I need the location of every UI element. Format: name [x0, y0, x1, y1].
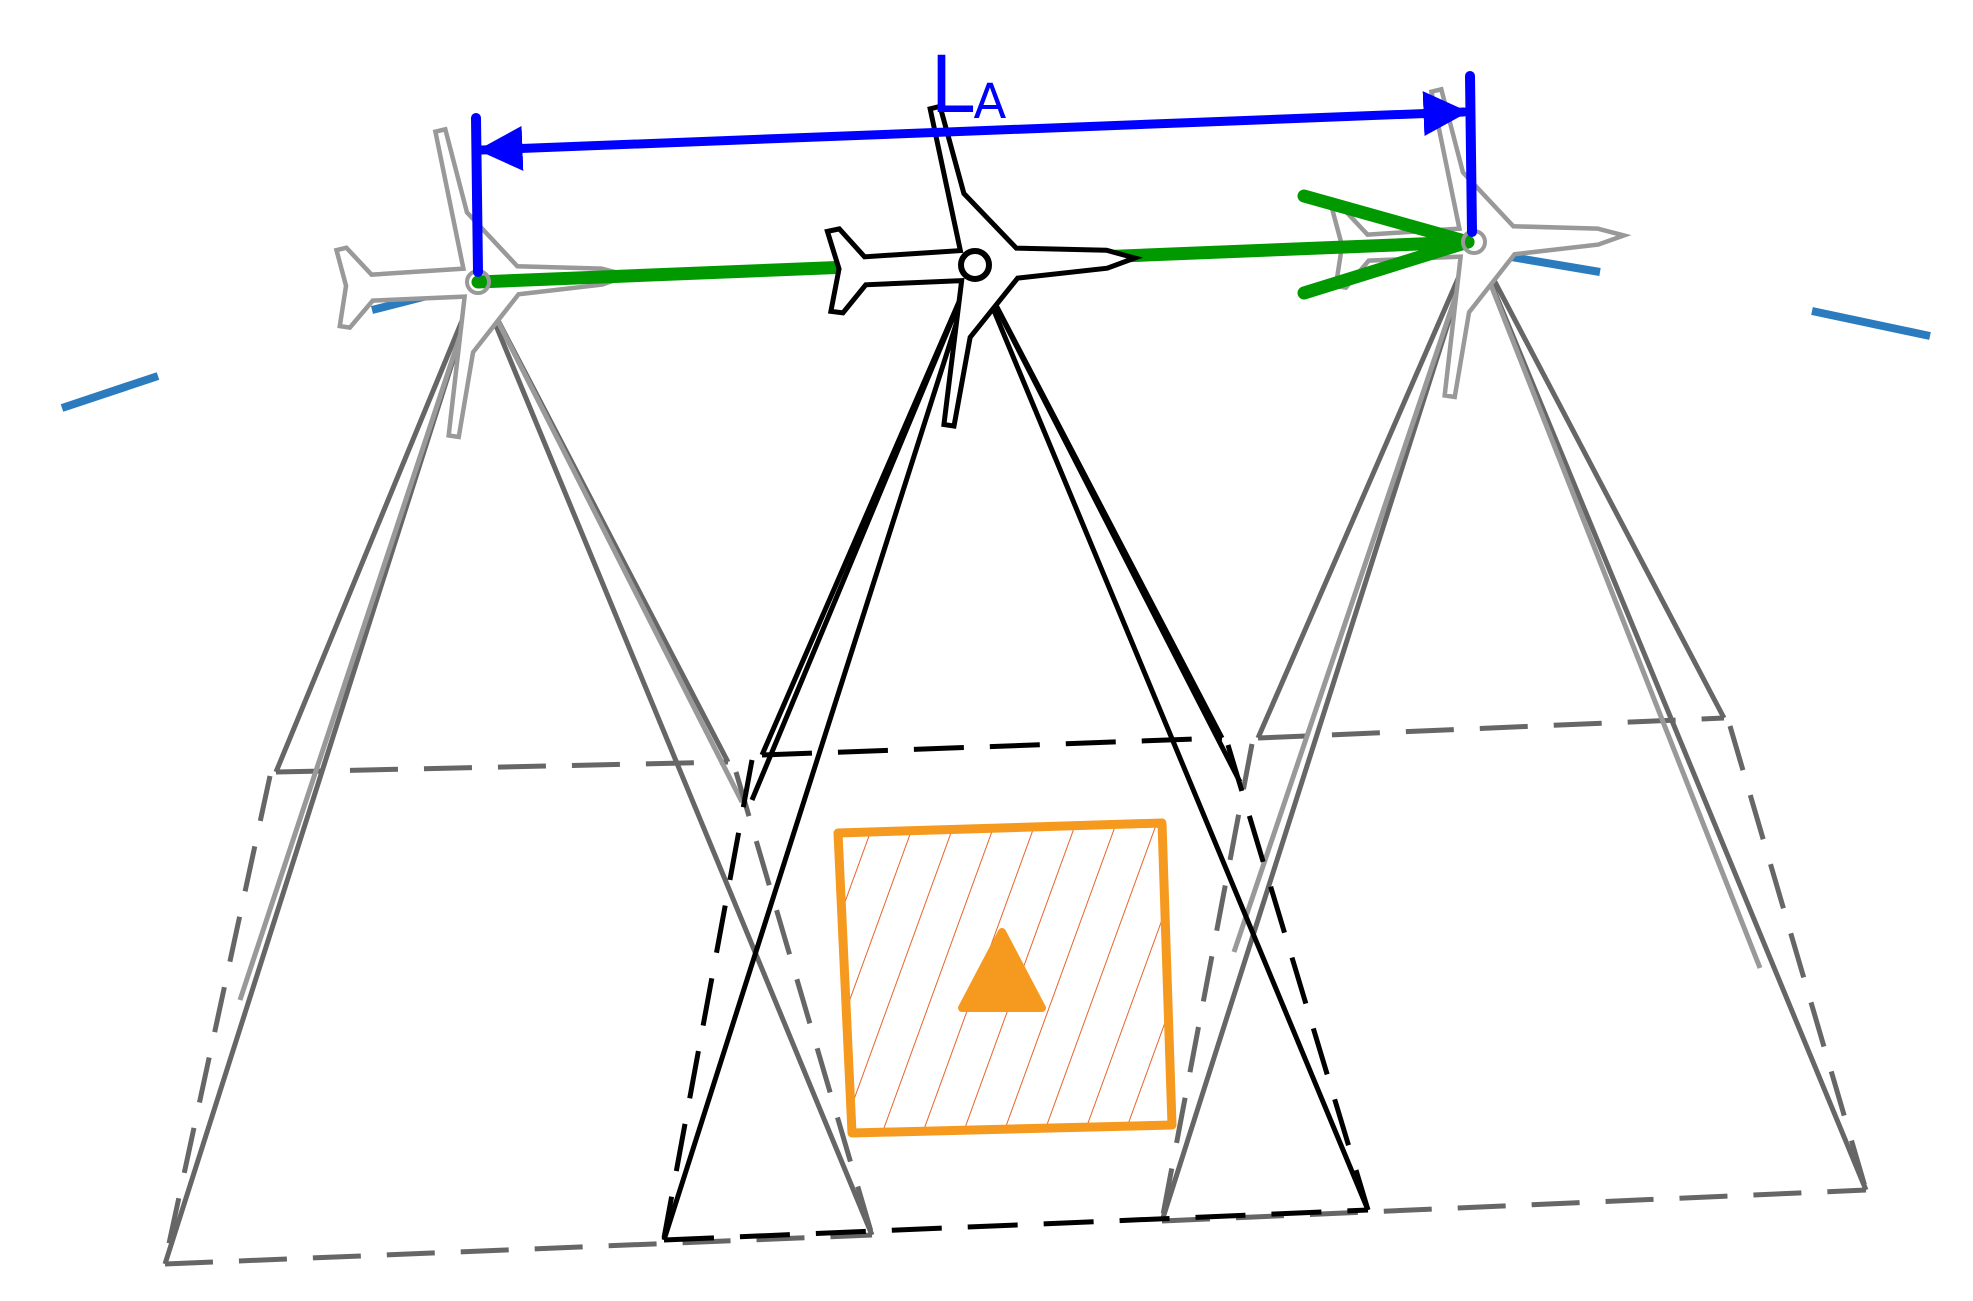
center-footprint	[661, 263, 1371, 1243]
center-antenna-center	[958, 248, 992, 282]
baseline-label-main: L	[930, 41, 974, 131]
airplane-icon	[824, 103, 1144, 429]
baseline-label: LA	[930, 41, 1006, 131]
ground-target	[833, 818, 1177, 1138]
triangle-marker-icon	[958, 928, 1046, 1012]
baseline-dimension	[471, 71, 1477, 277]
baseline-label-subscript: A	[973, 74, 1006, 130]
left-footprint	[162, 280, 875, 1267]
right-footprint	[1159, 240, 1869, 1224]
